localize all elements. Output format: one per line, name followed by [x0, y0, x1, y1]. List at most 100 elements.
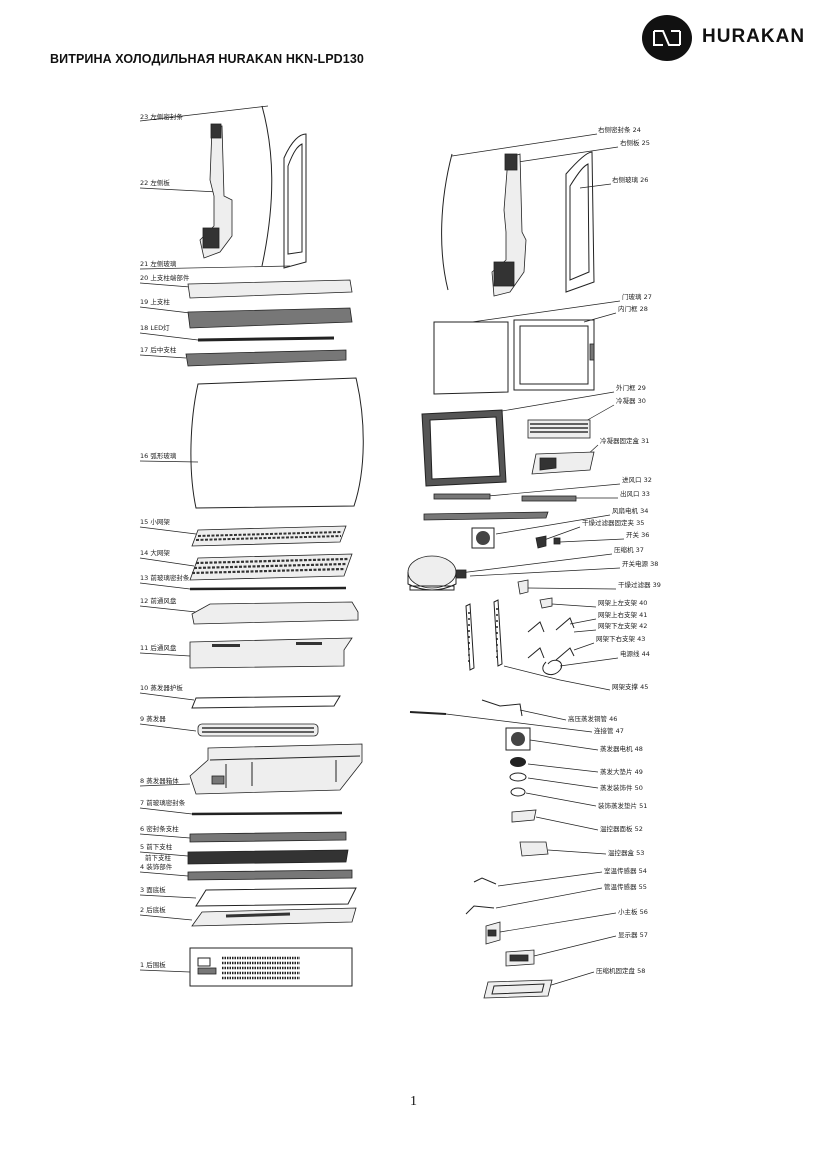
part-compressor-fixing-tray: [483, 979, 553, 999]
label-19: 19 上支柱: [140, 297, 170, 306]
part-shelf-bracket-upper-left: [539, 597, 553, 609]
label-2: 2 后底板: [140, 905, 166, 914]
part-rear-middle-pillar: [185, 349, 347, 367]
part-front-air-tray: [191, 601, 359, 625]
label-37: 压缩机 37: [614, 545, 644, 554]
part-evaporator-guard: [191, 695, 341, 709]
part-top-pillar: [187, 307, 353, 329]
part-right-side-panel: [491, 153, 527, 297]
part-condenser-fixing-box: [531, 451, 595, 475]
label-30: 冷凝器 30: [616, 396, 646, 405]
part-big-gasket: [510, 757, 526, 767]
part-dryer-filter: [517, 579, 529, 595]
part-rear-bottom-panel: [191, 907, 357, 927]
part-left-seal-strip: [261, 105, 273, 267]
part-decorative-trim: [187, 869, 353, 881]
label-4b: 4 装饰部件: [140, 862, 173, 871]
label-32: 进风口 32: [622, 476, 652, 484]
part-shelf-bracket-lower: [527, 647, 575, 661]
label-11: 11 后通风盘: [140, 643, 177, 652]
label-20: 20 上支柱端部件: [140, 273, 190, 282]
label-1: 1 后围板: [140, 960, 166, 969]
label-27: 门玻璃 27: [622, 292, 652, 301]
label-14: 14 大网架: [140, 548, 170, 557]
label-25: 右侧板 25: [620, 138, 650, 147]
label-18: 18 LED灯: [140, 323, 170, 332]
label-58: 压缩机固定盘 58: [596, 966, 645, 975]
label-53: 温控器盒 53: [608, 848, 644, 857]
part-front-lower-pillar: [187, 849, 349, 865]
label-16: 16 弧形玻璃: [140, 451, 177, 460]
part-small-main-board: [485, 921, 501, 945]
page-number: 1: [410, 1094, 417, 1109]
part-top-pillar-end: [187, 279, 353, 299]
label-57: 显示器 57: [618, 931, 648, 939]
part-switch: [553, 537, 561, 545]
part-evaporator: [197, 723, 319, 737]
label-40: 网架上左支架 40: [598, 598, 647, 607]
label-12: 12 前通风盘: [140, 596, 177, 605]
part-pipe-temp-sensor: [465, 905, 495, 915]
label-33: 出风口 33: [620, 489, 650, 498]
part-rear-air-tray: [189, 637, 353, 669]
label-7: 7 前玻璃密封条: [140, 798, 186, 807]
label-51: 装饰蒸发垫片 51: [598, 801, 647, 810]
label-5: 5 前下支柱: [140, 842, 173, 851]
label-54: 室温传感器 54: [604, 866, 647, 875]
part-decoration-gasket: [510, 787, 526, 797]
label-41: 网架上右支架 41: [598, 610, 647, 619]
label-46: 高压蒸发铜管 46: [568, 714, 617, 723]
part-door-glass: [433, 321, 509, 395]
part-power-cord: [542, 659, 562, 675]
part-decoration-ring: [509, 772, 527, 782]
part-big-wire-shelf: [189, 553, 353, 581]
label-28: 内门框 28: [618, 304, 648, 313]
part-thermostat-panel: [511, 809, 537, 823]
label-34: 风扇电机 34: [612, 506, 648, 515]
label-24: 右侧密封条 24: [598, 125, 641, 134]
part-left-glass: [283, 133, 307, 269]
part-small-wire-shelf: [191, 525, 347, 547]
part-compressor: [407, 555, 467, 591]
label-47: 连接管 47: [594, 726, 624, 735]
part-curved-glass: [190, 377, 364, 509]
part-seal-strip-pillar: [189, 831, 347, 843]
label-35: 干燥过滤器固定夹 35: [582, 518, 644, 527]
label-15: 15 小网架: [140, 517, 170, 526]
part-room-temp-sensor: [473, 877, 497, 885]
label-13: 13 前玻璃密封条: [140, 573, 190, 582]
label-6: 6 密封条支柱: [140, 824, 179, 833]
label-22: 22 左侧板: [140, 178, 170, 187]
label-29: 外门框 29: [616, 383, 646, 392]
label-3: 3 面底板: [140, 885, 166, 894]
label-43: 网架下右支架 43: [596, 634, 645, 643]
label-4a: 前下支柱: [145, 853, 172, 862]
part-air-channel: [423, 511, 549, 521]
brand-name: HURAKAN: [702, 26, 806, 47]
part-shelf-support-rails: [465, 599, 503, 671]
part-shelf-bracket-upper-right: [527, 617, 575, 633]
label-21: 21 左侧玻璃: [140, 259, 177, 268]
label-26: 右侧玻璃 26: [612, 175, 648, 184]
label-23: 23 左侧密封条: [140, 112, 183, 121]
label-31: 冷凝器固定盒 31: [600, 436, 649, 445]
label-42: 网架下左支架 42: [598, 621, 647, 630]
part-condenser: [527, 419, 591, 439]
label-36: 开关 36: [626, 530, 649, 539]
part-high-pressure-pipe: [481, 699, 523, 717]
part-front-glass-seal-13: [189, 586, 347, 591]
part-rear-enclosure-panel: [189, 947, 353, 987]
label-8: 8 蒸发器箱体: [140, 776, 179, 785]
part-connection-pipe: [409, 711, 447, 715]
label-10: 10 蒸发器护板: [140, 683, 183, 692]
label-50: 蒸发装饰件 50: [600, 783, 643, 792]
label-39: 干燥过滤器 39: [618, 580, 661, 589]
part-top-bottom-panel: [195, 887, 357, 907]
part-air-inlet: [433, 493, 491, 500]
label-44: 电源线 44: [620, 649, 650, 658]
part-air-outlet: [521, 495, 577, 502]
label-55: 管温传感器 55: [604, 882, 647, 891]
part-right-glass: [565, 151, 595, 293]
part-right-seal-strip: [441, 153, 453, 291]
